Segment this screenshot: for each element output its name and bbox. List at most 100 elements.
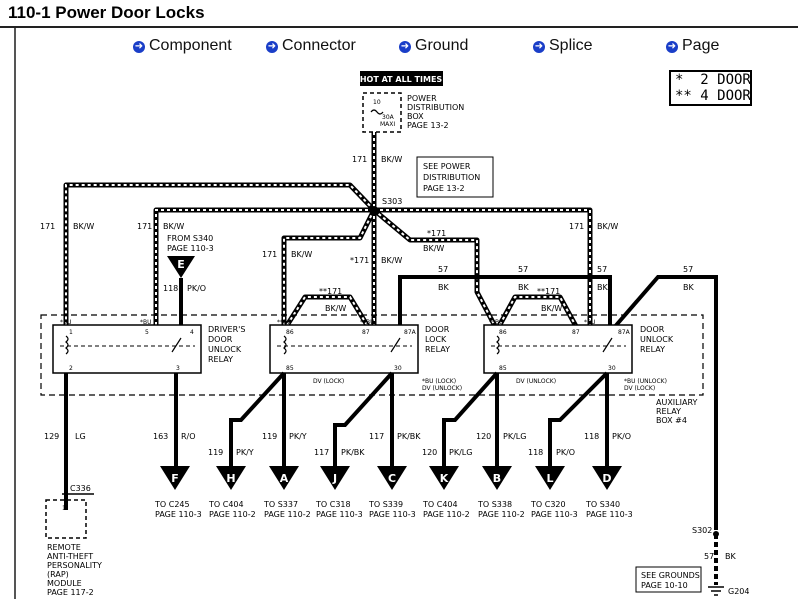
w-g57b-color: BK — [518, 283, 529, 292]
rap-line2: ANTI-THEFT — [47, 552, 93, 561]
splice-s303 — [370, 206, 378, 214]
w-rd-num: *171 — [427, 229, 446, 238]
connector-c[interactable]: C — [377, 466, 407, 490]
relay-coils — [65, 335, 613, 355]
nav-component-label: Component — [149, 37, 232, 54]
legend-4-door: ** 4 DOOR — [675, 88, 751, 104]
see-power-line3: PAGE 13-2 — [423, 184, 465, 193]
pdb-name3: BOX — [407, 112, 424, 121]
dest-j: TO C318 — [315, 500, 351, 509]
rap-pin: 1 — [62, 505, 66, 512]
w-h-num: 119 — [208, 448, 223, 457]
drivers-door-unlock-relay — [52, 324, 202, 374]
unlock-bu1: **BU — [489, 319, 504, 326]
connector-j[interactable]: J — [320, 466, 350, 490]
aux-line1: AUXILIARY — [656, 398, 698, 407]
pdb-pin: 10 — [373, 99, 381, 106]
nav-ground-label: Ground — [415, 37, 469, 54]
connector-e-icon[interactable] — [167, 256, 195, 278]
nav-connector-link[interactable]: ➜Connector — [266, 37, 356, 55]
lock-p85: 85 — [286, 365, 294, 372]
w-ro-num: 171 — [569, 222, 584, 231]
rap-line4: (RAP) — [47, 570, 69, 579]
connector-a[interactable]: A — [269, 466, 299, 490]
aux-line3: BOX #4 — [656, 416, 687, 425]
dest-k: TO C404 — [422, 500, 458, 509]
see-power-line1: SEE POWER — [423, 162, 471, 171]
w-e-num: 118 — [163, 284, 178, 293]
lock-bu2: **BU — [360, 319, 375, 326]
arrow-right-icon: ➜ — [399, 41, 411, 53]
w-g57a-color: BK — [438, 283, 449, 292]
rap-module-box[interactable] — [45, 499, 87, 539]
connector-k[interactable]: K — [429, 466, 459, 490]
w-c-color: PK/BK — [397, 432, 421, 441]
unlock-p85: 85 — [499, 365, 507, 372]
output-wires — [64, 371, 609, 510]
connector-b[interactable]: B — [482, 466, 512, 490]
hot-label: HOT AT ALL TIMES — [360, 75, 443, 84]
w-g57d-num: 57 — [683, 265, 693, 274]
rap-line5: MODULE — [47, 579, 82, 588]
w-feed-num: 171 — [352, 155, 367, 164]
w-g57c-color: BK — [597, 283, 608, 292]
w-gnd-color: BK — [725, 552, 736, 561]
aux-line2: RELAY — [656, 407, 681, 416]
rap-line1: REMOTE — [47, 543, 81, 552]
lock-bu1: **BU — [277, 319, 292, 326]
unlock-name1: DOOR — [640, 325, 665, 334]
dest-k-page: PAGE 110-2 — [423, 510, 470, 519]
w-k-num: 120 — [422, 448, 437, 457]
w-feed-color: BK/W — [381, 155, 402, 164]
w-rap-num: 129 — [44, 432, 59, 441]
dest-c: TO S339 — [368, 500, 403, 509]
dest-l-page: PAGE 110-3 — [531, 510, 578, 519]
pdb-fuse-sub: MAXI — [380, 121, 395, 128]
w-mc-color: BK/W — [381, 256, 402, 265]
unlock-bu2: *BU — [584, 319, 596, 326]
w-a-num: 119 — [262, 432, 277, 441]
nav-page-link[interactable]: ➜Page — [666, 37, 719, 55]
connector-h[interactable]: H — [216, 466, 246, 490]
w-gnd-num: 57 — [704, 552, 714, 561]
pdb-name2: DISTRIBUTION — [407, 103, 464, 112]
w-j-color: PK/BK — [341, 448, 365, 457]
unlock-dv1: DV (UNLOCK) — [516, 378, 556, 385]
connector-d[interactable]: D — [592, 466, 622, 490]
w-rap-color: LG — [75, 432, 86, 441]
unlock-p30: 30 — [608, 365, 616, 372]
w-g57c-num: 57 — [597, 265, 607, 274]
lock-dv1: DV (LOCK) — [313, 378, 344, 385]
arrow-right-icon: ➜ — [266, 41, 278, 53]
connector-f[interactable]: F — [160, 466, 190, 490]
dest-a: TO S337 — [263, 500, 298, 509]
unlock-p87: 87 — [572, 329, 580, 336]
w-e-color: PK/O — [187, 284, 206, 293]
unlock-name2: UNLOCK — [640, 335, 674, 344]
w-b-color: PK/LG — [503, 432, 526, 441]
dest-a-page: PAGE 110-2 — [264, 510, 311, 519]
left-margin-rule — [14, 28, 16, 599]
connector-l[interactable]: L — [535, 466, 565, 490]
w-lo-num: 171 — [40, 222, 55, 231]
nav-splice-link[interactable]: ➜Splice — [533, 37, 593, 55]
page-title: 110-1 Power Door Locks — [8, 3, 205, 22]
w-d-color: PK/O — [612, 432, 631, 441]
lock-dv3: DV (UNLOCK) — [422, 385, 462, 392]
unlock-dv2: *BU (UNLOCK) — [624, 378, 667, 385]
drv-p5: 5 — [145, 329, 149, 336]
nav-component-link[interactable]: ➜Component — [133, 37, 232, 55]
see-grounds-line2: PAGE 10-10 — [641, 581, 688, 590]
nav-ground-link[interactable]: ➜ Ground — [399, 37, 468, 55]
unlock-p86: 86 — [499, 329, 507, 336]
arrow-right-icon: ➜ — [666, 41, 678, 53]
lock-p30: 30 — [394, 365, 402, 372]
bkw-stripes — [65, 132, 591, 331]
w-j-num: 117 — [314, 448, 329, 457]
w-f-color: R/O — [181, 432, 196, 441]
connector-d-letter: D — [602, 472, 611, 485]
unlock-p87a: 87A — [618, 329, 631, 336]
w-k-color: PK/LG — [449, 448, 472, 457]
unlock-name3: RELAY — [640, 345, 665, 354]
